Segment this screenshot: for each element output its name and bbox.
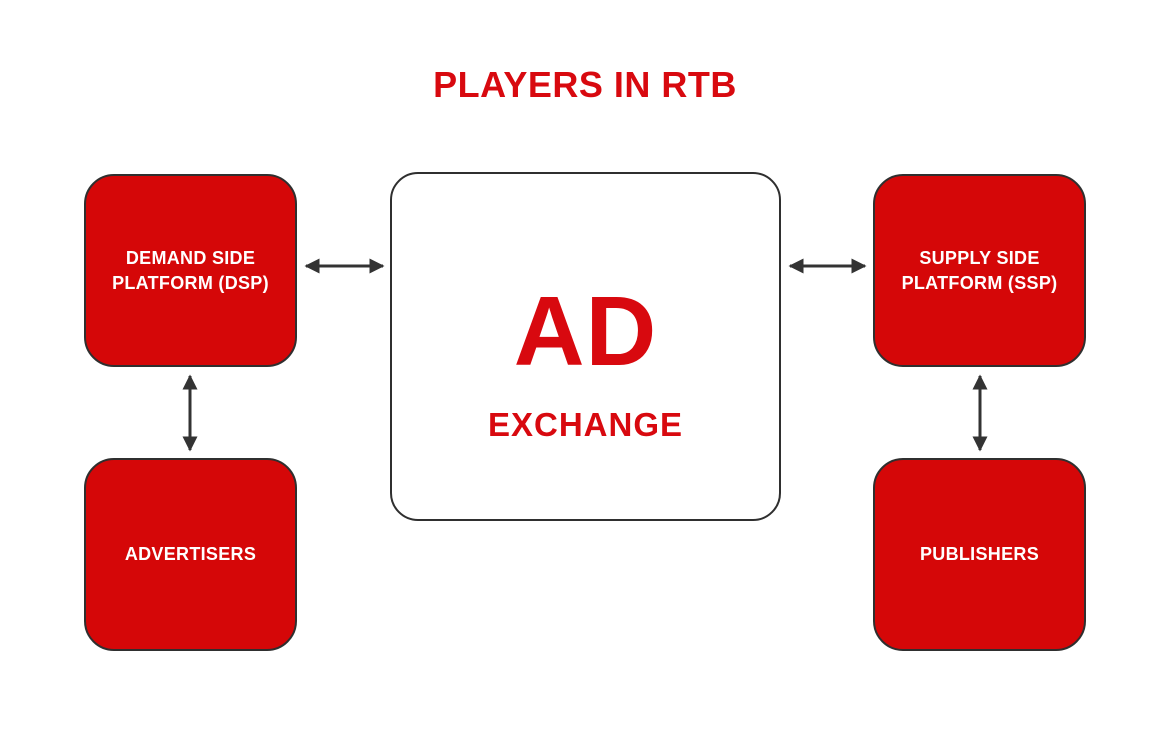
- node-supply-side-platform-label: SUPPLY SIDE PLATFORM (SSP): [901, 248, 1058, 293]
- node-ad-exchange: AD EXCHANGE: [390, 172, 781, 521]
- node-advertisers: ADVERTISERS: [84, 458, 297, 651]
- node-ad-exchange-inner: AD EXCHANGE: [488, 282, 683, 444]
- node-demand-side-platform: DEMAND SIDE PLATFORM (DSP): [84, 174, 297, 367]
- diagram-title: PLAYERS IN RTB: [433, 64, 737, 105]
- node-publishers: PUBLISHERS: [873, 458, 1086, 651]
- node-demand-side-platform-label: DEMAND SIDE PLATFORM (DSP): [112, 248, 269, 293]
- node-advertisers-label: ADVERTISERS: [124, 544, 257, 565]
- node-ad-exchange-label-ad: AD: [513, 275, 658, 386]
- node-supply-side-platform: SUPPLY SIDE PLATFORM (SSP): [873, 174, 1086, 367]
- node-publishers-label: PUBLISHERS: [919, 544, 1039, 565]
- node-ad-exchange-label-exchange: EXCHANGE: [487, 405, 684, 443]
